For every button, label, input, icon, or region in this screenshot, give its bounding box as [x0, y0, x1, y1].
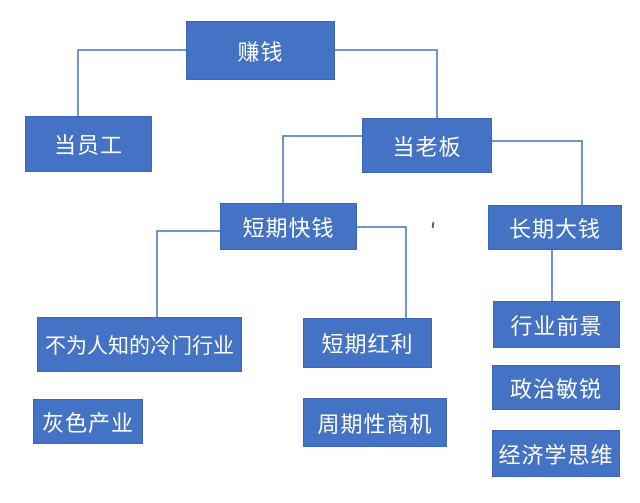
stray-ink-mark [431, 221, 435, 229]
node-make-money: 赚钱 [186, 21, 335, 80]
node-political-acumen: 政治敏锐 [492, 365, 620, 410]
connector-short-term-money-short-term-dividend [357, 226, 407, 318]
connector-boss-long-term-money [492, 140, 583, 205]
connector-boss-short-term-money [282, 135, 362, 203]
node-employee: 当员工 [25, 116, 152, 172]
node-short-term-dividend: 短期红利 [303, 318, 432, 368]
node-short-term-money: 短期快钱 [220, 203, 357, 250]
node-cyclical-opportunity: 周期性商机 [303, 398, 447, 447]
connector-make-money-boss [335, 49, 438, 118]
node-boss: 当老板 [362, 118, 492, 173]
node-long-term-money: 长期大钱 [488, 205, 622, 250]
connector-short-term-money-niche-industry [156, 230, 220, 317]
connector-make-money-employee [77, 49, 186, 116]
node-gray-industry: 灰色产业 [33, 399, 143, 444]
node-niche-industry: 不为人知的冷门行业 [37, 317, 242, 372]
node-economic-thinking: 经济学思维 [492, 430, 620, 477]
node-industry-prospect: 行业前景 [493, 301, 620, 348]
